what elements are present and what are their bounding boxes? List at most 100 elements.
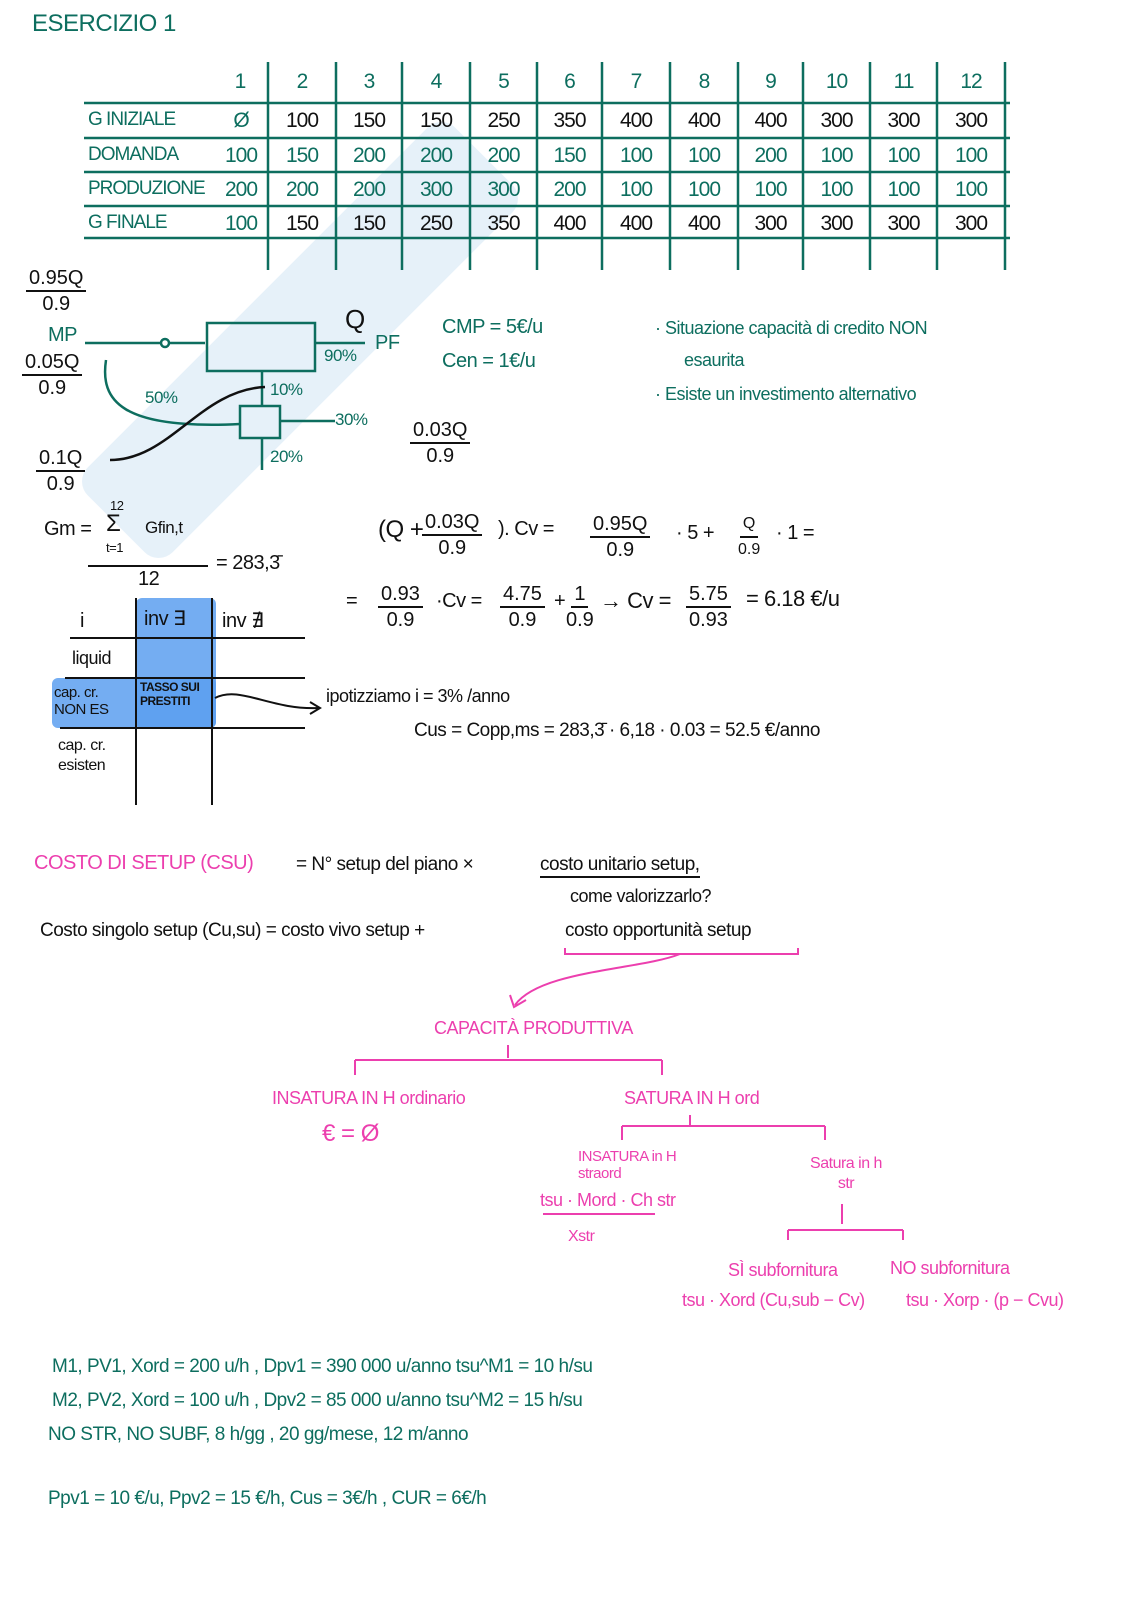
table-cell: 200 [352,178,386,201]
table-cell: 100 [619,144,653,167]
period-header: 10 [825,70,848,93]
label-10: 10% [270,380,303,399]
table-cell: 300 [887,212,920,235]
table-cell: 300 [887,109,920,132]
setup-title: COSTO DI SETUP (CSU) [34,852,254,874]
label-30: 30% [335,410,368,429]
tree-root: CAPACITÀ PRODUTTIVA [434,1018,633,1038]
label-pf: PF [375,332,400,354]
gm-term: Gfin,t [145,518,183,537]
table-cell: 400 [619,212,653,235]
table-cell: 300 [954,212,988,235]
table-cell: 350 [487,212,520,235]
table-cell: 150 [352,109,386,132]
row-label: G FINALE [88,212,168,233]
table-cell: 200 [754,144,787,167]
tree-left: INSATURA IN H ordinario [272,1088,466,1108]
period-header: 1 [234,70,247,93]
matrix-header-inv-exists: inv ∃ [144,608,186,630]
table-cell: 400 [619,109,653,132]
table-cell: 100 [224,144,258,167]
tree-right-left-den: Xstr [568,1228,595,1245]
matrix-grid [60,598,322,805]
table-cell: 400 [687,212,721,235]
table-cell: 150 [419,109,453,132]
table-cell: 100 [224,212,258,235]
tree-right-left-formula: tsu · Mord · Ch str [540,1190,676,1210]
matrix-row-liquid: liquid [72,648,112,668]
table-cell: 250 [419,212,453,235]
table-cell: 150 [285,144,319,167]
eq1-paren: (Q + [378,516,424,543]
note-1: · Situazione capacità di credito NON [655,318,928,338]
table-cell: 100 [954,178,988,201]
table-cell: 100 [754,178,787,201]
period-header: 6 [564,70,576,93]
eq1-end: · 1 = [776,522,815,544]
cost-cmp: CMP = 5€/u [442,316,543,338]
period-header: 3 [363,70,376,93]
table-cell: 150 [352,212,386,235]
table-cell: 100 [687,178,721,201]
matrix-row-cap-non-es: cap. cr. NON ES [54,684,109,718]
period-header: 2 [296,70,309,93]
table-cell: 100 [954,144,988,167]
table-cell: 100 [285,109,319,132]
table-cell: 400 [754,109,787,132]
hypothesis: ipotizziamo i = 3% /anno [326,686,510,706]
period-header: 7 [630,70,643,93]
row-label: PRODUZIONE [88,178,206,199]
table-cell: 150 [553,144,586,167]
matrix-header-inv-not-exists: inv ∄ [222,610,264,632]
label-mp: MP [48,324,78,346]
table-cell: 200 [419,144,453,167]
eq2-arrow: → Cv = [600,588,671,613]
period-header: 11 [893,70,915,93]
gm-lhs: Gm = [44,518,92,540]
table-cell: 100 [820,178,853,201]
tree-right-left: INSATURA in H straord [578,1148,677,1182]
table-cell: 200 [285,178,319,201]
table-cell: 300 [820,109,853,132]
table-cell: 300 [754,212,787,235]
label-20: 20% [270,447,303,466]
note-2: esaurita [684,350,745,370]
gm-sum-top: 12 [110,498,124,513]
table-cell: 300 [820,212,853,235]
eq1-cv: ). Cv = [498,518,554,540]
table-cell: 100 [687,144,721,167]
table-cell: 300 [954,109,988,132]
setup-single: Costo singolo setup (Cu,su) = costo vivo… [40,920,425,941]
eq1-mid: · 5 + [676,522,715,544]
table-cell: 400 [553,212,586,235]
tree-sub-no-formula: tsu · Xorp · (p − Cvu) [906,1290,1064,1310]
exercise-title: ESERCIZIO 1 [32,10,176,37]
table-cell: 100 [887,178,920,201]
gm-den: 12 [138,568,160,590]
matrix-header-i: i [80,610,84,632]
row-label: DOMANDA [88,144,179,165]
table-cell: 100 [887,144,920,167]
production-table-grid [84,62,1010,270]
period-header: 8 [698,70,711,93]
table-cell: 200 [352,144,386,167]
note-3: · Esiste un investimento alternativo [655,384,917,404]
label-q: Q [345,304,365,334]
tree-sub-yes: SÌ subfornitura [728,1260,838,1280]
data-line-3: NO STR, NO SUBF, 8 h/gg , 20 gg/mese, 12… [48,1424,469,1445]
gm-result: = 283,3̄ [216,552,280,574]
setup-question: come valorizzarlo? [570,886,712,906]
table-cell: 100 [619,178,653,201]
setup-unit: costo unitario setup, [540,854,700,878]
table-cell: 200 [553,178,586,201]
cus-formula: Cus = Copp,ms = 283,3̄ · 6,18 · 0.03 = 5… [414,720,820,741]
tree-right-right: Satura in h str [810,1155,882,1192]
